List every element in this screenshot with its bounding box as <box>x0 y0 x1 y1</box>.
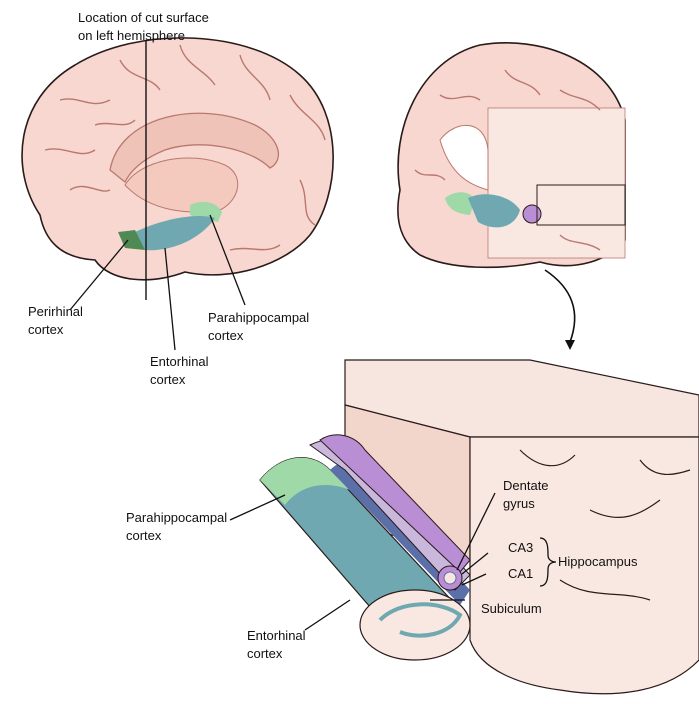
parahippocampal-top-label: Parahippocampal cortex <box>208 310 313 343</box>
perirhinal-label: Perirhinal cortex <box>28 304 87 337</box>
coronal-hippocampus <box>523 205 541 223</box>
subiculum-label: Subiculum <box>481 601 542 616</box>
medial-hemisphere <box>22 38 333 300</box>
zoom-arrowhead <box>565 340 575 350</box>
parahippocampal-bottom-label: Parahippocampal cortex <box>126 510 231 543</box>
ca1-label: CA1 <box>508 566 533 581</box>
ca3-label: CA3 <box>508 540 533 555</box>
hippocampal-block <box>260 360 699 694</box>
zoom-arrow <box>545 270 575 342</box>
coronal-section <box>398 43 625 350</box>
entorhinal-bottom-label: Entorhinal cortex <box>247 628 309 661</box>
hippocampus-label: Hippocampus <box>558 554 638 569</box>
block-dentate-core <box>444 572 456 584</box>
coronal-cut-face <box>488 108 625 258</box>
entorhinal-top-label: Entorhinal cortex <box>150 354 212 387</box>
